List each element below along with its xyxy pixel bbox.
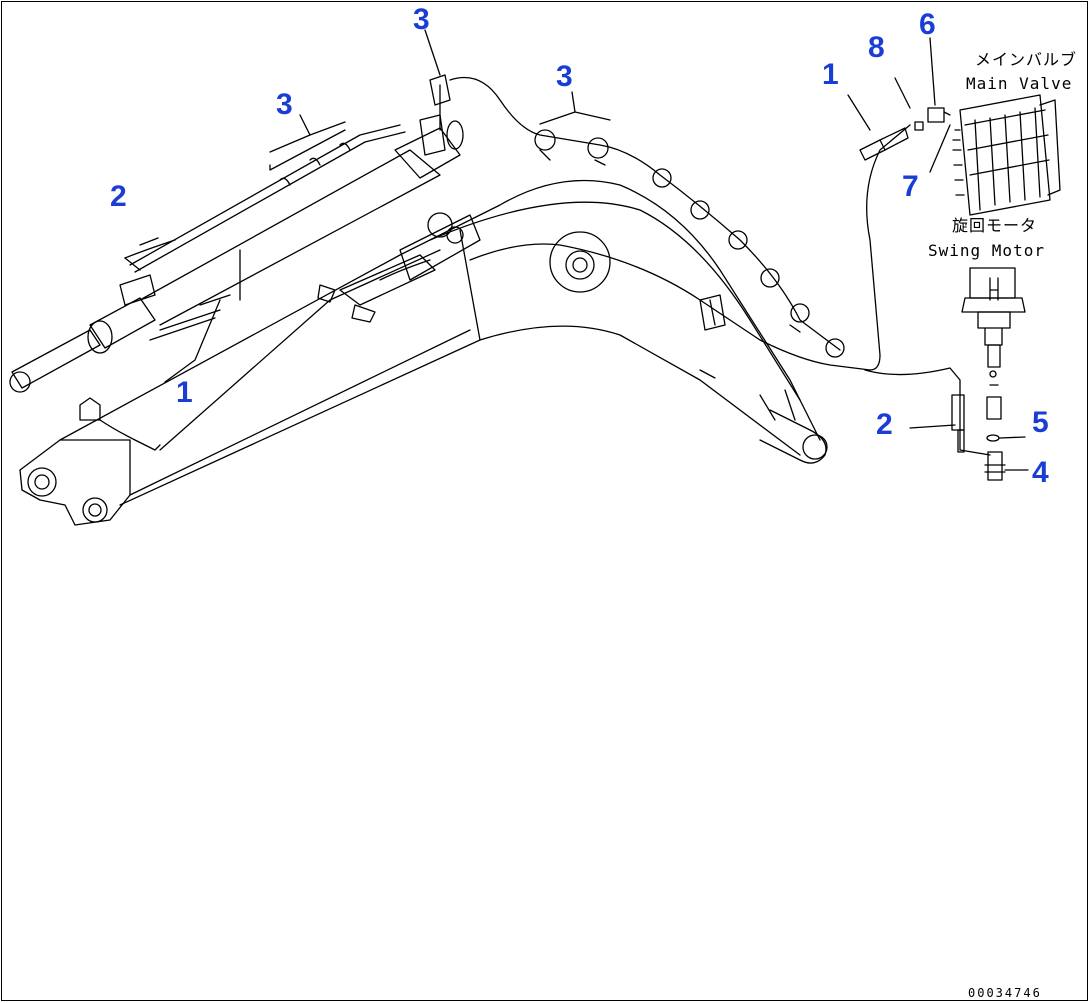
cylinder-hoses <box>124 124 406 341</box>
clamps <box>534 129 845 358</box>
leader-lines <box>139 29 1029 471</box>
callout-2: 2 <box>110 180 127 213</box>
swing-motor-label-en: Swing Motor <box>928 241 1045 260</box>
boom-cylinder <box>9 114 464 393</box>
callout-4: 4 <box>1032 456 1049 489</box>
callout-8: 8 <box>868 31 885 64</box>
callout-3: 3 <box>556 60 573 93</box>
callout-2: 2 <box>876 408 893 441</box>
fittings <box>859 107 1006 481</box>
callout-7: 7 <box>902 170 919 203</box>
callout-1: 1 <box>822 58 839 91</box>
callout-1: 1 <box>176 376 193 409</box>
main-valve-icon <box>952 94 1061 216</box>
swing-motor-label-jp: 旋回モータ <box>952 216 1038 235</box>
callout-6: 6 <box>919 8 936 41</box>
callout-3: 3 <box>413 3 430 36</box>
main-valve-label-jp: メインバルブ <box>975 50 1078 69</box>
callout-5: 5 <box>1032 406 1049 439</box>
pilot-line <box>79 74 991 456</box>
drawing-number: 00034746 <box>968 986 1042 1000</box>
boom <box>19 179 828 526</box>
callout-3: 3 <box>276 88 293 121</box>
main-valve-label-en: Main Valve <box>966 74 1073 93</box>
swing-motor-icon <box>961 267 1026 346</box>
